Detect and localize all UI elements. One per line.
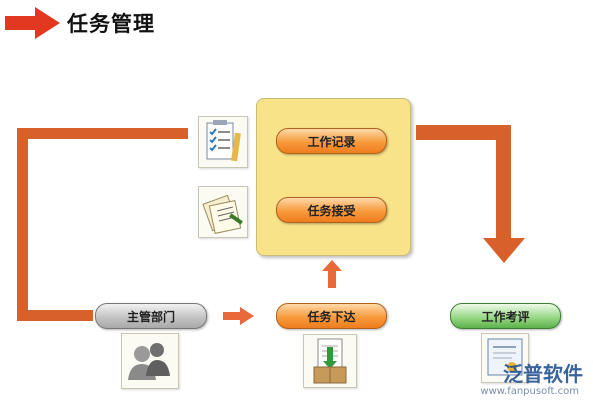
task-accept-button[interactable]: 任务接受 xyxy=(276,197,387,223)
connector-top-right xyxy=(416,125,511,140)
supervisor-dept-node[interactable]: 主管部门 xyxy=(95,303,207,329)
watermark-url: www.fanpusoft.com xyxy=(480,386,579,397)
connector-top-left xyxy=(17,128,188,139)
document-inbox-icon xyxy=(303,334,357,388)
task-process-panel xyxy=(256,98,411,256)
task-assign-node[interactable]: 任务下达 xyxy=(276,303,387,329)
watermark-brand: 泛普软件 xyxy=(503,362,583,386)
checklist-icon xyxy=(198,116,248,168)
connector-right-vertical xyxy=(496,125,511,243)
title-arrow-icon xyxy=(5,7,60,39)
people-icon xyxy=(121,333,179,389)
up-arrow-icon xyxy=(322,260,342,288)
connector-left-vertical xyxy=(17,128,28,321)
connector-bottom-left xyxy=(17,310,93,321)
work-review-node[interactable]: 工作考评 xyxy=(450,303,561,329)
page-title: 任务管理 xyxy=(67,12,155,36)
down-arrow-head xyxy=(483,238,525,263)
certificate-icon xyxy=(481,333,529,383)
documents-icon xyxy=(198,186,248,238)
work-record-button[interactable]: 工作记录 xyxy=(276,128,387,154)
right-arrow-icon xyxy=(223,307,254,325)
